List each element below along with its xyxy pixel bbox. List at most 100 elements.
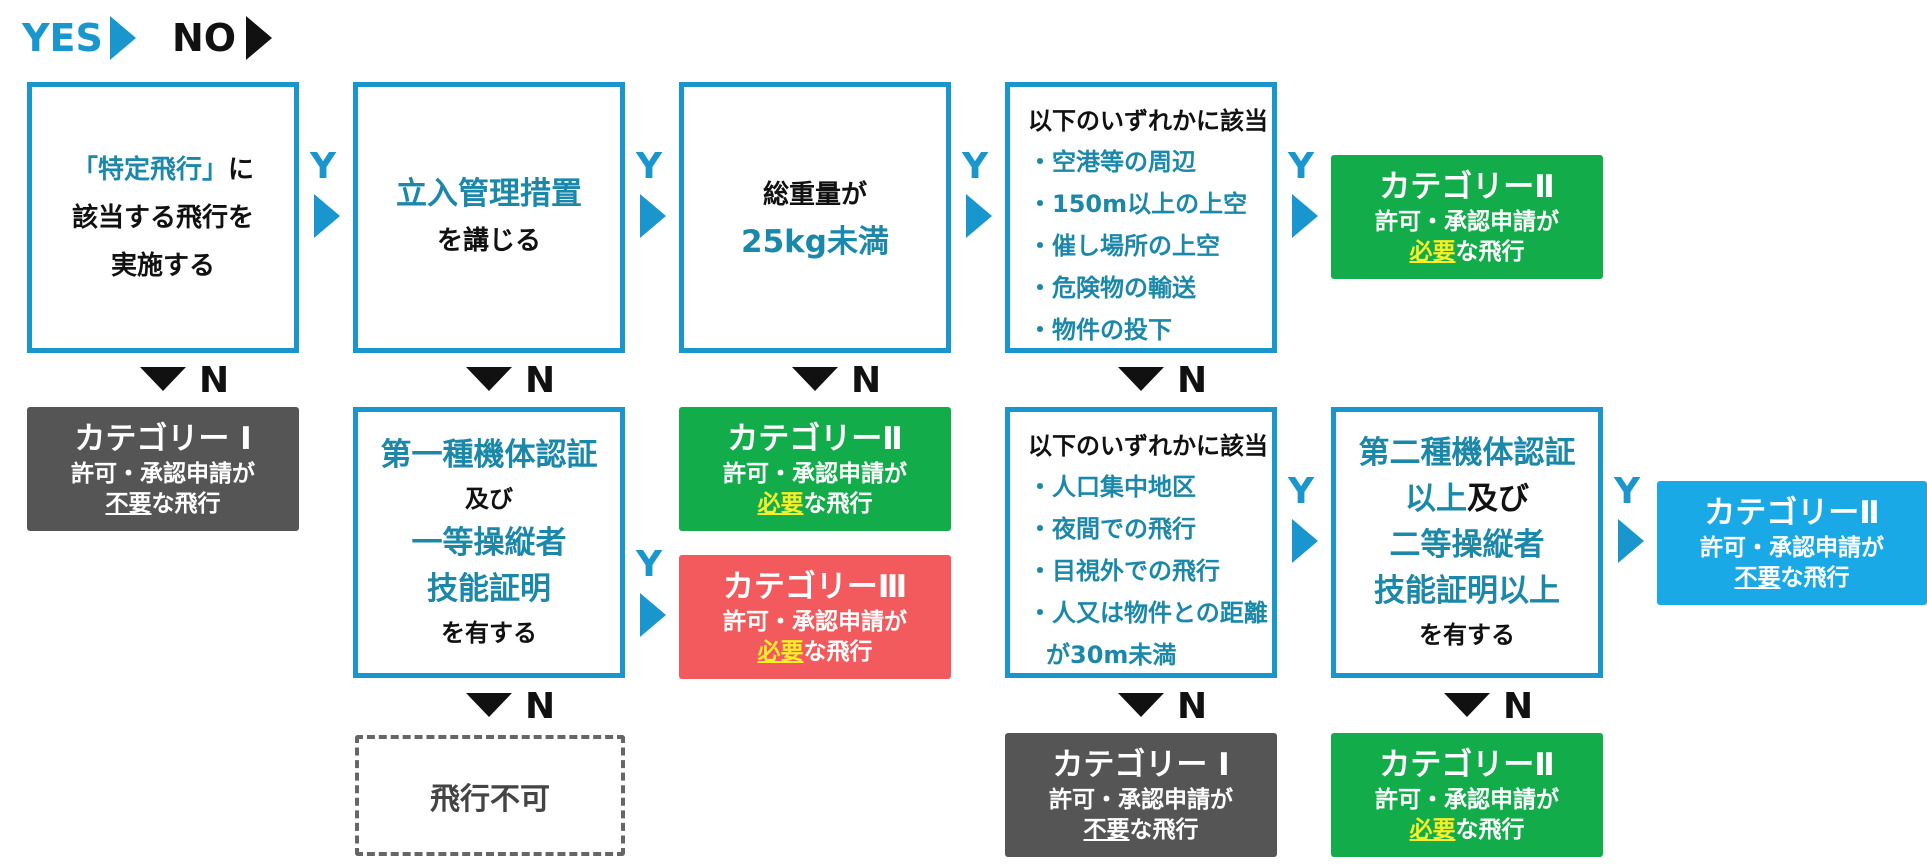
category-title: カテゴリーⅡ xyxy=(1379,747,1555,783)
risk-conditions-box: 以下のいずれかに該当 ・空港等の周辺 ・150m以上の上空 ・催し場所の上空 ・… xyxy=(1005,82,1277,353)
yes-arrow-icon xyxy=(1292,194,1318,238)
category-line2-rest: な飛行 xyxy=(1455,817,1525,843)
n-label: N xyxy=(199,360,230,401)
category-line2-rest: な飛行 xyxy=(1780,565,1850,591)
category-2-required-result: カテゴリーⅡ 許可・承認申請が 必要な飛行 xyxy=(1331,733,1603,857)
risk-condition-item: ・150m以上の上空 xyxy=(1028,190,1248,218)
entry-control-line2: を講じる xyxy=(436,225,541,256)
y-label: Y xyxy=(1288,471,1315,512)
category-highlight: 必要 xyxy=(757,491,804,517)
category-line1: 許可・承認申請が xyxy=(1375,787,1559,813)
yes-arrow-icon xyxy=(314,194,340,238)
category-highlight: 必要 xyxy=(757,639,804,665)
entry-control-box: 立入管理措置 を講じる xyxy=(353,82,625,353)
category-highlight: 不要 xyxy=(1083,817,1130,843)
license-line2-teal: 以上 xyxy=(1405,480,1467,517)
dense-condition-item: が30m未満 xyxy=(1046,641,1177,669)
category-line1: 許可・承認申請が xyxy=(1700,535,1884,561)
license-line2-black: 及び xyxy=(1467,480,1529,517)
yes-arrow-icon xyxy=(1292,519,1318,563)
category-2-required-result: カテゴリーⅡ 許可・承認申請が 必要な飛行 xyxy=(679,407,951,531)
dense-condition-item: ・人口集中地区 xyxy=(1028,473,1196,501)
no-flight-text: 飛行不可 xyxy=(430,781,550,817)
category-title: カテゴリーⅡ xyxy=(727,421,903,457)
category-line2-rest: な飛行 xyxy=(1455,239,1525,265)
weight-line1: 総重量が xyxy=(762,179,867,210)
legend-no-label: NO xyxy=(172,16,237,60)
legend-yes-label: YES xyxy=(22,16,103,60)
category-highlight: 不要 xyxy=(1734,565,1781,591)
specific-flight-line3: 実施する xyxy=(110,250,215,281)
no-arrow-icon xyxy=(140,367,186,391)
license-line3: 一等操縦者 xyxy=(411,524,567,561)
specific-flight-line2: 該当する飛行を xyxy=(71,202,254,233)
category-line2-rest: な飛行 xyxy=(151,491,221,517)
y-label: Y xyxy=(1614,471,1641,512)
specific-flight-particle: に xyxy=(228,154,255,185)
weight-box: 総重量が 25kg未満 xyxy=(679,82,951,353)
category-line1: 許可・承認申請が xyxy=(723,609,907,635)
category-line1: 許可・承認申請が xyxy=(1049,787,1233,813)
dense-condition-item: ・目視外での飛行 xyxy=(1028,557,1220,585)
type1-license-box: 第一種機体認証 及び 一等操縦者 技能証明 を有する xyxy=(353,407,625,678)
weight-line2: 25kg未満 xyxy=(741,223,889,260)
n-label: N xyxy=(1503,686,1534,727)
n-label: N xyxy=(1177,360,1208,401)
legend-no-arrow-icon xyxy=(246,16,272,60)
legend-yes-arrow-icon xyxy=(110,16,136,60)
yes-arrow-icon xyxy=(1618,519,1644,563)
license-line1: 第二種機体認証 xyxy=(1358,434,1576,471)
dense-conditions-heading: 以下のいずれかに該当 xyxy=(1028,432,1268,460)
license-line2: 及び xyxy=(465,484,513,513)
category-line1: 許可・承認申請が xyxy=(723,461,907,487)
category-line2-rest: な飛行 xyxy=(803,491,873,517)
no-arrow-icon xyxy=(1444,693,1490,717)
yes-arrow-icon xyxy=(966,194,992,238)
n-label: N xyxy=(525,686,556,727)
category-line1: 許可・承認申請が xyxy=(1375,209,1559,235)
category-line2-rest: な飛行 xyxy=(803,639,873,665)
category-line1: 許可・承認申請が xyxy=(71,461,255,487)
dense-condition-item: ・人又は物件との距離 xyxy=(1028,599,1268,627)
specific-flight-term: 「特定飛行」 xyxy=(71,154,228,185)
category-1-unrequired-result: カテゴリー Ⅰ 許可・承認申請が 不要な飛行 xyxy=(1005,733,1277,857)
no-arrow-icon xyxy=(1118,367,1164,391)
y-label: Y xyxy=(962,146,989,187)
no-arrow-icon xyxy=(466,367,512,391)
dense-condition-item: ・夜間での飛行 xyxy=(1028,515,1196,543)
category-highlight: 不要 xyxy=(105,491,152,517)
risk-condition-item: ・催し場所の上空 xyxy=(1028,232,1220,260)
entry-control-line1: 立入管理措置 xyxy=(396,175,582,212)
risk-condition-item: ・空港等の周辺 xyxy=(1028,148,1196,176)
y-label: Y xyxy=(636,544,663,585)
yes-arrow-icon xyxy=(640,593,666,637)
no-arrow-icon xyxy=(1118,693,1164,717)
no-flight-box: 飛行不可 xyxy=(355,735,625,856)
n-label: N xyxy=(525,360,556,401)
y-label: Y xyxy=(1288,146,1315,187)
y-label: Y xyxy=(636,146,663,187)
category-3-required-result: カテゴリーⅢ 許可・承認申請が 必要な飛行 xyxy=(679,555,951,679)
category-highlight: 必要 xyxy=(1409,817,1456,843)
license-line4: 技能証明以上 xyxy=(1374,572,1560,609)
category-2-unrequired-result: カテゴリーⅡ 許可・承認申請が 不要な飛行 xyxy=(1657,481,1927,605)
license-line3: 二等操縦者 xyxy=(1389,526,1545,563)
yes-arrow-icon xyxy=(640,194,666,238)
specific-flight-box: 「特定飛行」に 該当する飛行を 実施する xyxy=(27,82,299,353)
type2-license-box: 第二種機体認証 以上及び 二等操縦者 技能証明以上 を有する xyxy=(1331,407,1603,678)
category-title: カテゴリー Ⅰ xyxy=(74,421,252,457)
risk-condition-item: ・危険物の輸送 xyxy=(1028,274,1196,302)
n-label: N xyxy=(1177,686,1208,727)
license-line4: 技能証明 xyxy=(427,570,551,607)
category-title: カテゴリーⅡ xyxy=(1704,495,1880,531)
n-label: N xyxy=(851,360,882,401)
no-arrow-icon xyxy=(792,367,838,391)
category-2-required-result: カテゴリーⅡ 許可・承認申請が 必要な飛行 xyxy=(1331,155,1603,279)
category-1-unrequired-result: カテゴリー Ⅰ 許可・承認申請が 不要な飛行 xyxy=(27,407,299,531)
category-line2-rest: な飛行 xyxy=(1129,817,1199,843)
license-line1: 第一種機体認証 xyxy=(380,436,598,473)
y-label: Y xyxy=(310,146,337,187)
risk-conditions-heading: 以下のいずれかに該当 xyxy=(1028,107,1268,135)
license-line5: を有する xyxy=(441,618,537,647)
license-line5: を有する xyxy=(1419,620,1515,649)
